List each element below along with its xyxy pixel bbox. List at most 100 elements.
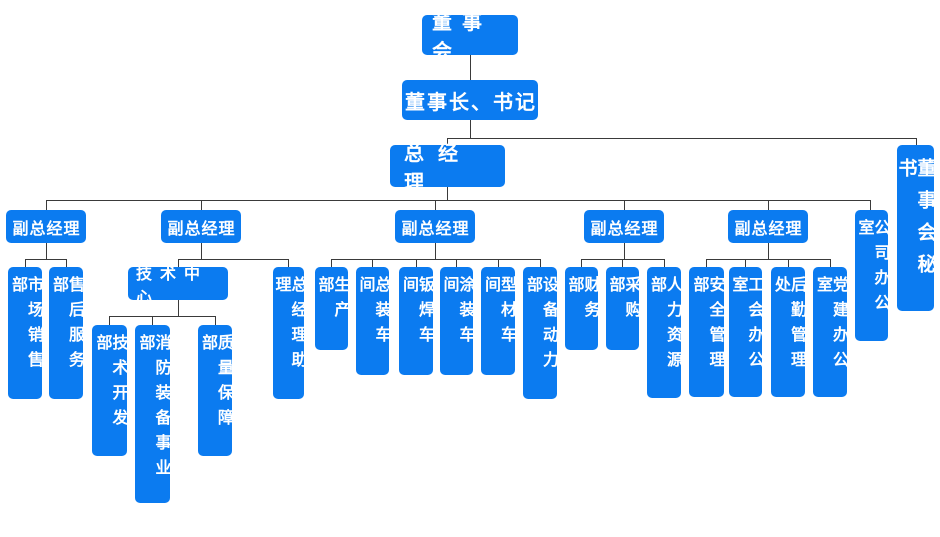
node-label: 安全管理部 — [690, 276, 724, 376]
connector — [622, 259, 623, 267]
connector — [788, 259, 789, 267]
node-label: 董事会秘书 — [895, 158, 936, 286]
connector — [331, 259, 540, 260]
connector — [745, 259, 746, 267]
connector — [25, 259, 26, 267]
connector — [178, 259, 288, 260]
connector — [215, 316, 216, 325]
node-label: 人力资源部 — [648, 276, 681, 376]
node-quality-assurance: 质量保障部 — [198, 325, 232, 456]
node-label: 董事长、书记 — [405, 91, 537, 114]
node-equipment-power: 设备动力部 — [523, 267, 557, 399]
node-painting-workshop: 涂装车间 — [440, 267, 474, 375]
connector — [46, 200, 47, 210]
node-label: 质量保障部 — [199, 334, 232, 434]
node-label: 后勤管理处 — [772, 276, 805, 376]
node-label: 消防装备事业部 — [136, 334, 170, 484]
node-label: 总经理 — [404, 143, 472, 194]
node-label: 总装车间 — [356, 276, 390, 351]
connector — [706, 259, 830, 260]
connector — [46, 200, 871, 201]
connector — [870, 200, 871, 210]
connector — [109, 316, 215, 317]
connector — [152, 316, 153, 325]
connector — [435, 243, 436, 259]
node-fire-equipment-division: 消防装备事业部 — [135, 325, 170, 503]
connector — [470, 120, 471, 138]
node-label: 公司办公室 — [855, 219, 889, 319]
node-chairman-secretary: 董事长、书记 — [402, 80, 538, 120]
connector — [66, 259, 67, 267]
connector — [624, 200, 625, 210]
connector — [201, 200, 202, 210]
node-sheet-welding-workshop: 钣焊车间 — [399, 267, 433, 375]
connector — [768, 243, 769, 259]
node-label: 设备动力部 — [524, 276, 557, 376]
node-label: 副总经理 — [590, 220, 659, 238]
node-label: 涂装车间 — [440, 276, 474, 351]
connector — [201, 243, 202, 259]
node-marketing-sales: 市场销售部 — [8, 267, 42, 399]
node-label: 总经理助理 — [272, 276, 306, 376]
connector — [46, 243, 47, 259]
node-label: 生产部 — [315, 276, 349, 326]
node-label: 副总经理 — [167, 220, 236, 238]
node-board-secretary: 董事会秘书 — [895, 145, 936, 311]
node-label: 技术中心 — [136, 265, 209, 307]
node-profile-workshop: 型材车间 — [481, 267, 515, 375]
node-final-assembly-workshop: 总装车间 — [356, 267, 390, 375]
node-label: 采购部 — [606, 276, 640, 326]
node-label: 副总经理 — [401, 220, 470, 238]
connector — [447, 138, 448, 145]
node-label: 副总经理 — [734, 220, 803, 238]
node-deputy-gm-5: 副总经理 — [728, 210, 808, 243]
connector — [540, 259, 541, 267]
connector — [470, 55, 471, 80]
node-label: 技术开发部 — [93, 334, 127, 434]
connector — [416, 259, 417, 267]
node-after-sales-service: 售后服务部 — [49, 267, 83, 399]
node-label: 财务部 — [565, 276, 599, 326]
connector — [830, 259, 831, 267]
connector — [178, 259, 179, 267]
node-label: 市场销售部 — [9, 276, 42, 376]
node-label: 工会办公室 — [729, 276, 763, 376]
node-gm-assistant: 总经理助理 — [272, 267, 306, 399]
connector — [624, 243, 625, 259]
node-finance: 财务部 — [565, 267, 599, 350]
connector — [372, 259, 373, 267]
node-label: 型材车间 — [482, 276, 515, 351]
connector — [456, 259, 457, 267]
node-human-resources: 人力资源部 — [647, 267, 681, 398]
connector — [25, 259, 66, 260]
node-purchasing: 采购部 — [606, 267, 640, 350]
node-label: 售后服务部 — [50, 276, 83, 376]
node-company-office: 公司办公室 — [855, 210, 889, 341]
node-union-office: 工会办公室 — [729, 267, 763, 397]
node-label: 副总经理 — [12, 220, 81, 238]
connector — [178, 300, 179, 316]
connector — [435, 200, 436, 210]
node-production: 生产部 — [315, 267, 349, 350]
node-safety-management: 安全管理部 — [689, 267, 724, 397]
node-tech-development: 技术开发部 — [92, 325, 127, 456]
node-label: 董事会 — [432, 12, 492, 63]
connector — [288, 259, 289, 267]
connector — [109, 316, 110, 325]
connector — [664, 259, 665, 267]
connector — [447, 187, 448, 200]
node-deputy-gm-4: 副总经理 — [584, 210, 664, 243]
connector — [331, 259, 332, 267]
connector — [447, 138, 917, 139]
node-label: 钣焊车间 — [400, 276, 433, 351]
node-deputy-gm-2: 副总经理 — [161, 210, 241, 243]
node-logistics-management: 后勤管理处 — [771, 267, 805, 397]
connector — [768, 200, 769, 210]
node-deputy-gm-3: 副总经理 — [395, 210, 475, 243]
node-board-of-directors: 董事会 — [422, 12, 518, 63]
connector — [916, 138, 917, 146]
node-label: 党建办公室 — [814, 276, 847, 376]
connector — [706, 259, 707, 267]
connector — [498, 259, 499, 267]
